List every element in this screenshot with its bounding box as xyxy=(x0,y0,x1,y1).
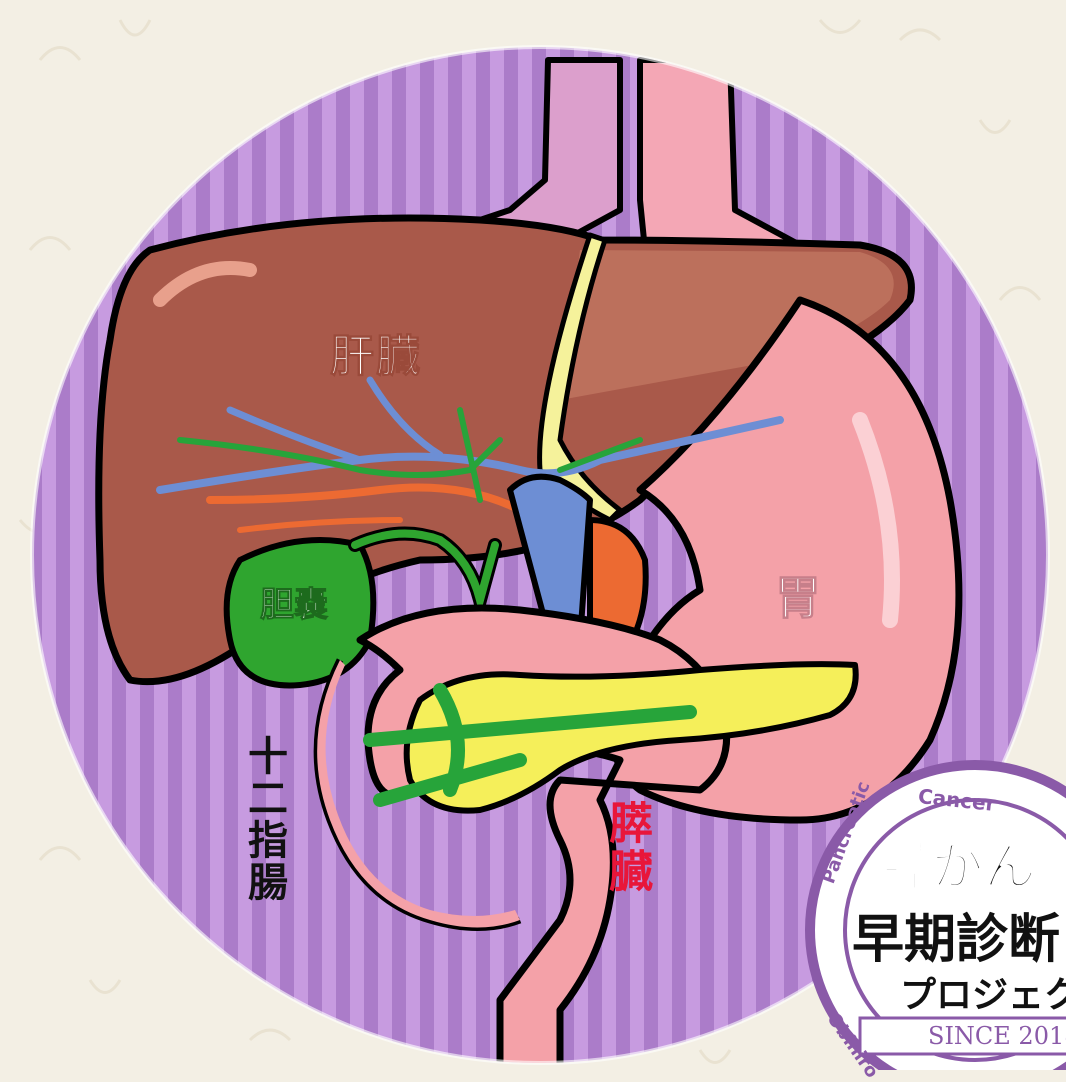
badge-since: SINCE 2018 xyxy=(928,1024,1066,1048)
badge-title-line1: 膵がん xyxy=(880,842,1036,894)
liver-label: 肝臓 xyxy=(330,335,422,379)
stomach-label: 胃 xyxy=(775,575,821,621)
gallbladder-label: 胆嚢 xyxy=(260,588,328,622)
pancreas-label: 膵臓 xyxy=(604,800,648,896)
badge-title-line3: プロジェク xyxy=(900,978,1066,1014)
duodenum-label: 十二指腸 xyxy=(244,735,284,903)
badge-title-line2: 早期診断 xyxy=(852,914,1060,966)
